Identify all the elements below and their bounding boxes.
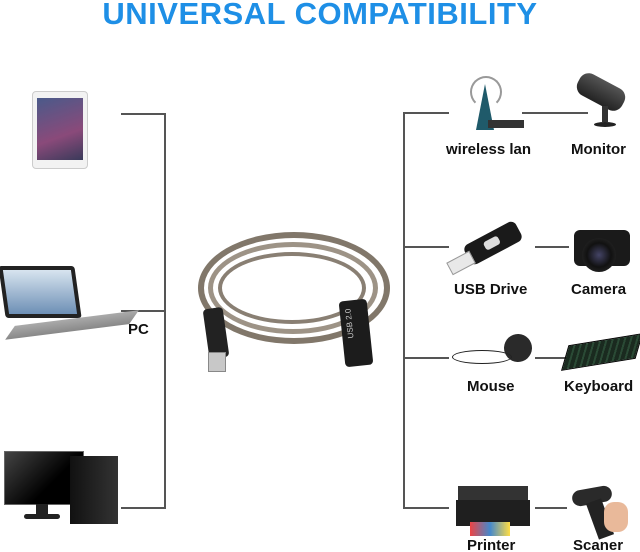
device-label: wireless lan [446,141,532,158]
connector-line [121,113,165,115]
desktop-computer-icon [4,451,120,527]
page-title: UNIVERSAL COMPATIBILITY [102,0,538,31]
wireless-router-icon [462,74,528,134]
connector-line [403,507,449,509]
connector-line [121,507,165,509]
connector-line [164,113,166,509]
connector-line [403,357,449,359]
connector-line [403,246,449,248]
camera-icon [572,220,632,276]
pc-label: PC [128,321,149,338]
connector-line [403,113,405,509]
tablet-icon [32,91,88,169]
device-label: Mouse [467,378,515,395]
connector-line [535,357,567,359]
barcode-scanner-icon [570,484,630,540]
connector-line [121,310,165,312]
cable-text: USB 2.0 [343,308,356,339]
usb-drive-icon [446,219,526,276]
device-label: Keyboard [564,378,634,395]
device-label: Scaner [573,537,624,552]
printer-icon [456,480,532,538]
mouse-icon [450,330,536,374]
device-label: Printer [467,537,516,552]
connector-line [403,112,449,114]
security-camera-icon [573,69,630,132]
laptop-icon [0,266,139,342]
device-label: Monitor [571,141,626,158]
connector-line [522,112,588,114]
connector-line [535,246,569,248]
device-label: Camera [571,281,627,298]
keyboard-icon [560,333,640,373]
connector-line [535,507,567,509]
device-label: USB Drive [454,281,528,298]
usb-extension-cable-icon: USB 2.0 [192,212,392,374]
